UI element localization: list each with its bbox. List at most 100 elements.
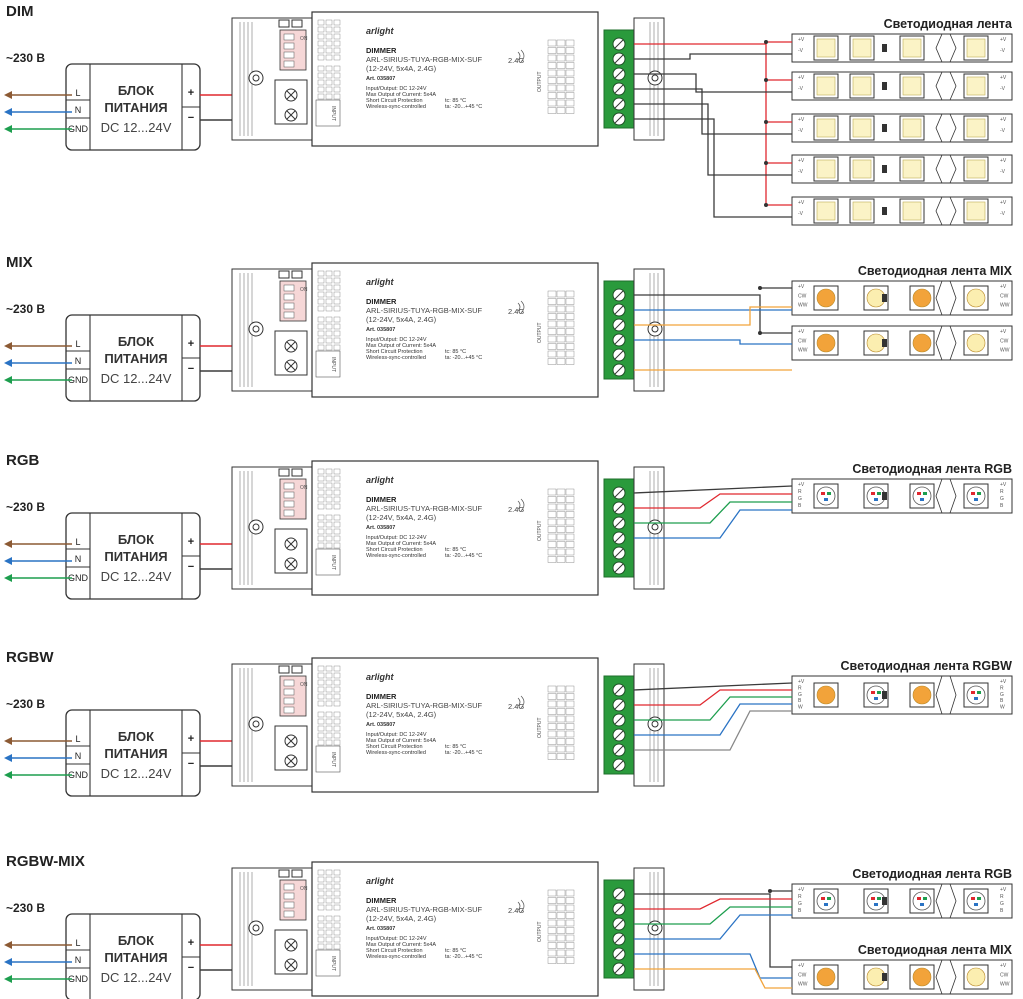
dip-on-label: ON (300, 886, 308, 892)
cut-mark-icon (935, 196, 957, 226)
dimmer-title: DIMMER (366, 297, 397, 306)
output-pin-cell (565, 533, 575, 541)
input-label: INPUT (330, 357, 336, 372)
dimmer-spec-line: Input/Output: DC 12-24V (366, 732, 427, 738)
strip-pin-label-end: +V (1000, 482, 1007, 488)
led-emitter (966, 967, 986, 987)
pin-cell (333, 732, 341, 739)
screw-slot (614, 919, 624, 929)
strip-label: Светодиодная лента RGB (852, 462, 1012, 476)
input-connector (315, 99, 341, 127)
wire-g (634, 906, 792, 925)
strip-pin-label: +V (798, 284, 805, 290)
dimmer-spec-right: tc: 85 °C (445, 744, 466, 750)
pin-cell (325, 915, 333, 922)
output-pin-cell (547, 738, 557, 745)
pin-cell (333, 876, 341, 883)
led-emitter (816, 201, 836, 221)
led-emitter (816, 76, 836, 96)
green-die (977, 691, 981, 694)
pin-cell (333, 496, 341, 503)
output-pin-cell (565, 496, 575, 503)
mains-voltage-label: ~230 В (6, 901, 45, 915)
led-emitter (912, 288, 932, 308)
resistor-icon (882, 691, 887, 699)
output-pin-cell (556, 723, 566, 730)
pin-cell (333, 284, 341, 291)
mount-hole-icon (651, 74, 659, 82)
arrow-head-icon (4, 91, 12, 99)
output-pin-cell (556, 745, 566, 753)
mains-voltage-label: ~230 В (6, 302, 45, 316)
wire-b (634, 703, 792, 736)
pin-cell (317, 468, 325, 475)
strip-pin-label-end: +V (1000, 329, 1007, 335)
led-emitter (966, 201, 986, 221)
pin-cell (317, 936, 325, 943)
arrow-head-icon (4, 958, 12, 966)
cut-mark-icon (935, 280, 957, 316)
wire-g (634, 501, 792, 524)
psu-minus-sign: − (188, 758, 194, 770)
output-pin-cell (547, 313, 557, 320)
pin-cell (333, 922, 341, 929)
dimmer-spec-right: tc: 85 °C (445, 948, 466, 954)
output-pin-cell (556, 511, 566, 518)
wire-r (634, 493, 792, 509)
output-pin-cell (565, 290, 575, 298)
pin-cell (317, 323, 325, 330)
cut-mark-icon (935, 959, 957, 995)
pin-cell (325, 86, 333, 93)
screw-slot (286, 960, 296, 970)
pin-cell (325, 943, 333, 950)
screw-slot (614, 54, 624, 64)
pin-cell (317, 284, 325, 291)
screw-slot (614, 84, 624, 94)
green-die (977, 897, 981, 900)
psu-minus-sign: − (188, 363, 194, 375)
resistor-icon (882, 973, 887, 981)
pin-cell (333, 298, 341, 305)
output-pin-cell (547, 685, 557, 693)
screw-slot (614, 69, 624, 79)
frequency-label: 2.4G (508, 56, 524, 65)
psu-title-line2: ПИТАНИЯ (104, 351, 167, 366)
pin-cell (317, 739, 325, 746)
indicator-led-icon (278, 869, 290, 878)
screw-slot (286, 90, 296, 100)
output-pin-cell (556, 541, 566, 548)
led-emitter (902, 76, 922, 96)
dip-switch-toggle (283, 892, 295, 900)
dimmer-model: ARL-SIRIUS-TUYA-RGB-MIX-SUF (366, 905, 483, 914)
mains-voltage-label: ~230 В (6, 51, 45, 65)
dimmer-params: (12-24V, 5x4A, 2.4G) (366, 914, 437, 923)
pin-cell (333, 93, 341, 100)
arrow-head-icon (4, 557, 12, 565)
pin-cell (333, 33, 341, 40)
pin-cell (325, 700, 333, 707)
output-pin-cell (547, 54, 557, 62)
output-pin-cell (547, 730, 557, 738)
pin-cell (325, 922, 333, 929)
strip-pin-label-end: +V (1000, 200, 1007, 206)
output-pin-cell (556, 934, 566, 942)
output-pin-cell (556, 77, 566, 84)
led-emitter (816, 288, 836, 308)
dimmer-spec-right: ta: -20...+45 °C (445, 750, 482, 756)
output-pin-cell (556, 343, 566, 350)
strip-pin-label-end: B (1000, 698, 1004, 704)
dip-switch-toggle (283, 910, 295, 918)
psu-title-line2: ПИТАНИЯ (104, 100, 167, 115)
red-die (971, 897, 975, 900)
pin-cell (333, 316, 341, 323)
strip-pin-label-end: +V (1000, 887, 1007, 893)
output-pin-cell (556, 897, 566, 904)
output-pin-cell (565, 107, 575, 114)
wire-channel (634, 73, 792, 93)
pin-cell (333, 915, 341, 922)
output-pin-cell (547, 99, 557, 107)
resistor-icon (882, 165, 887, 173)
output-pin-cell (547, 904, 557, 912)
output-pin-cell (556, 526, 566, 533)
